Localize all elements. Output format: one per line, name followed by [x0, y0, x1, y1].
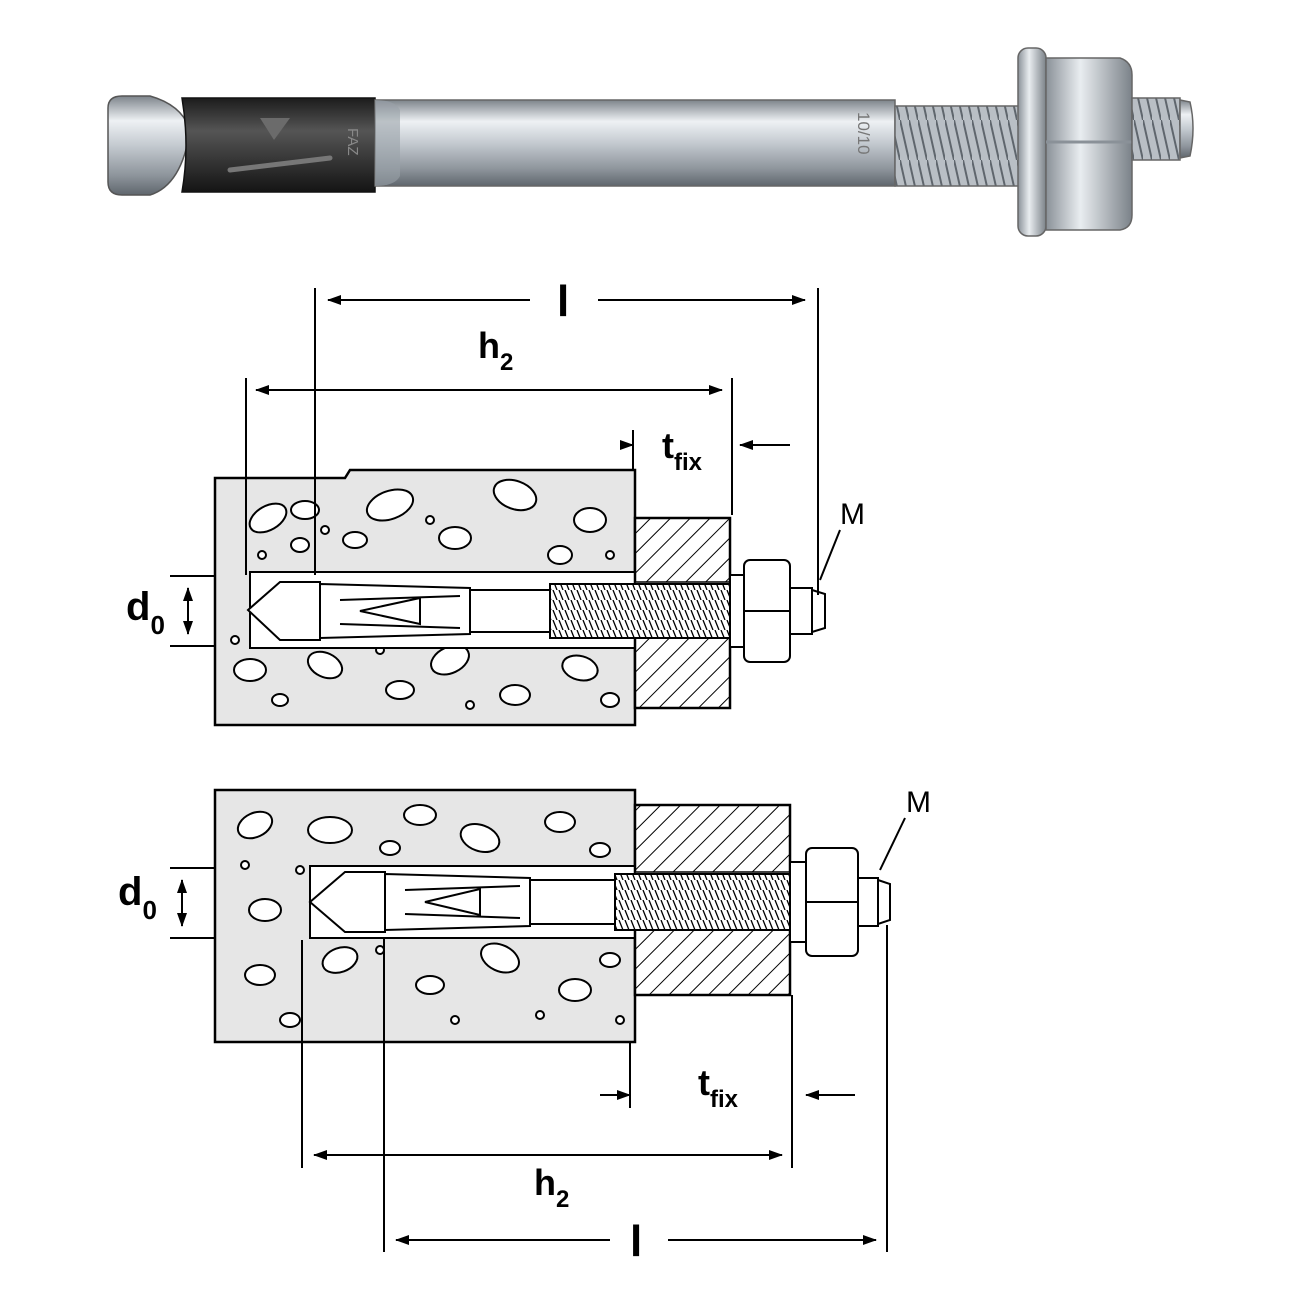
label-d0-bottom: d0 [118, 870, 157, 925]
label-m-top: M [840, 498, 865, 531]
label-l-bottom: l [630, 1217, 642, 1266]
label-d0-top: d0 [126, 585, 165, 640]
bolt-marking: 10/10 [854, 112, 873, 155]
installation-drawing-1: l h2 tfix d0 M [126, 277, 865, 727]
label-m-bottom: M [906, 786, 931, 819]
aggregate-stones [230, 478, 625, 710]
anchor-bolt [246, 559, 826, 663]
bolt-thread [894, 105, 1026, 187]
label-h2-top: h2 [478, 325, 513, 376]
label-tfix-bottom: tfix [698, 1062, 739, 1113]
bolt-shank [374, 99, 896, 187]
anchor-bolt-photo: FAZ 10/10 [107, 47, 1194, 237]
dimension-lines [170, 288, 841, 647]
installation-drawing-2: d0 M tfix h2 l [118, 786, 931, 1266]
label-tfix-top: tfix [662, 425, 703, 476]
anchor-bolt [308, 847, 891, 957]
dimension-lines [170, 817, 906, 1252]
washer [1017, 47, 1047, 237]
sleeve-marking: FAZ [344, 128, 361, 156]
expansion-cone [107, 95, 191, 196]
aggregate-stones [236, 804, 625, 1028]
label-h2-bottom: h2 [534, 1162, 569, 1213]
hex-nut [1045, 57, 1133, 231]
label-l-top: l [557, 277, 569, 326]
